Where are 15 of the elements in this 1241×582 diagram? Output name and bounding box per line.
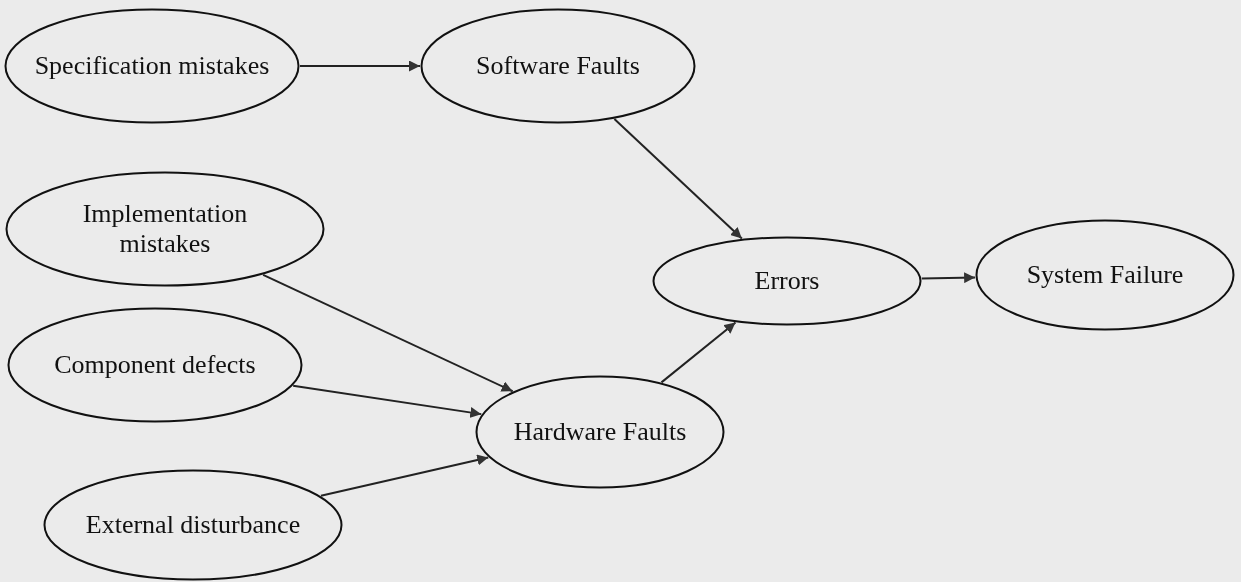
- arrow: [319, 454, 490, 497]
- node-label: Implementation mistakes: [81, 199, 249, 259]
- arrow: [920, 272, 977, 284]
- node-label: External disturbance: [85, 510, 301, 540]
- arrow: [613, 117, 743, 240]
- node-label: Software Faults: [476, 51, 640, 81]
- arrow: [660, 321, 737, 384]
- node-label: Hardware Faults: [513, 417, 687, 447]
- node-label: System Failure: [1026, 260, 1184, 290]
- arrow: [292, 384, 483, 418]
- arrow: [299, 60, 421, 72]
- arrow: [262, 273, 514, 393]
- node-label: Component defects: [54, 350, 256, 380]
- node-label: Errors: [754, 266, 820, 296]
- node-label: Specification mistakes: [34, 51, 270, 81]
